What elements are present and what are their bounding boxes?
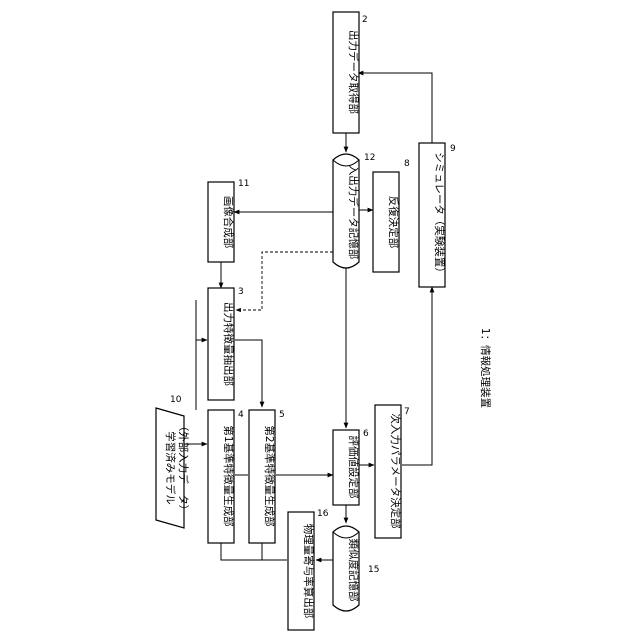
number-11: 11 [238, 179, 249, 189]
label-output-feature-extraction: 出力特徴量抽出部 [222, 302, 235, 386]
block-iteration-decision: 反復決定部 8 [373, 159, 410, 272]
line-physical-feed [221, 543, 287, 560]
block-second-reference-feature: 第2基準特徴量生成部 5 [249, 410, 285, 543]
number-12: 12 [364, 153, 375, 163]
label-physical-contribution: 物理量寄与率算出部 [302, 524, 315, 619]
label-similarity-storage: 類似度記憶部 [347, 539, 360, 602]
label-simulator: シミュレータ（実験装置） [433, 152, 446, 278]
number-9: 9 [450, 144, 456, 154]
block-similarity-storage: 類似度記憶部 15 [333, 526, 379, 611]
label-output-data-acquisition: 出力データ取得部 [347, 30, 360, 114]
label-io-data-storage: 入出力データ記憶部 [347, 165, 360, 260]
block-output-feature-extraction: 出力特徴量抽出部 3 [208, 287, 244, 400]
arrow-first-to-extract [196, 340, 207, 410]
label-iteration-decision: 反復決定部 [387, 196, 400, 249]
number-3: 3 [238, 287, 244, 297]
dashed-storage-to-extract [236, 252, 333, 310]
block-physical-contribution: 物理量寄与率算出部 16 [288, 509, 329, 630]
number-4: 4 [238, 410, 244, 420]
label-next-input-parameter: 次入力パラメータ決定部 [389, 413, 402, 528]
block-simulator: シミュレータ（実験装置） 9 [419, 143, 456, 287]
number-2: 2 [362, 15, 368, 25]
block-evaluation-value-setting: 評価値設定部 6 [333, 429, 369, 505]
block-first-reference-feature: 第1基準特徴量生成部 4 [208, 410, 244, 543]
number-6: 6 [363, 429, 369, 439]
number-16: 16 [317, 509, 329, 519]
number-10: 10 [170, 395, 182, 405]
caption-information-processing-apparatus: 1：情報処理装置 [479, 328, 492, 408]
number-8: 8 [404, 159, 410, 169]
arrow-sim-to-acq [358, 73, 432, 143]
label-trained-model-line2: （外部入力データ） [177, 421, 190, 516]
block-next-input-parameter: 次入力パラメータ決定部 7 [375, 405, 410, 538]
number-5: 5 [279, 410, 285, 420]
label-evaluation-value-setting: 評価値設定部 [347, 436, 360, 499]
label-second-reference-feature: 第2基準特徴量生成部 [263, 425, 276, 526]
number-15: 15 [368, 565, 379, 575]
block-trained-model: 学習済みモデル （外部入力データ） 10 [156, 395, 190, 528]
arrow-extract-to-second [235, 340, 262, 407]
label-first-reference-feature: 第1基準特徴量生成部 [222, 425, 235, 526]
number-7: 7 [404, 407, 410, 417]
arrow-next-to-sim [402, 287, 432, 465]
label-image-synthesis: 画像合成部 [222, 196, 235, 249]
label-trained-model-line1: 学習済みモデル [164, 431, 177, 505]
block-image-synthesis: 画像合成部 11 [208, 179, 249, 262]
